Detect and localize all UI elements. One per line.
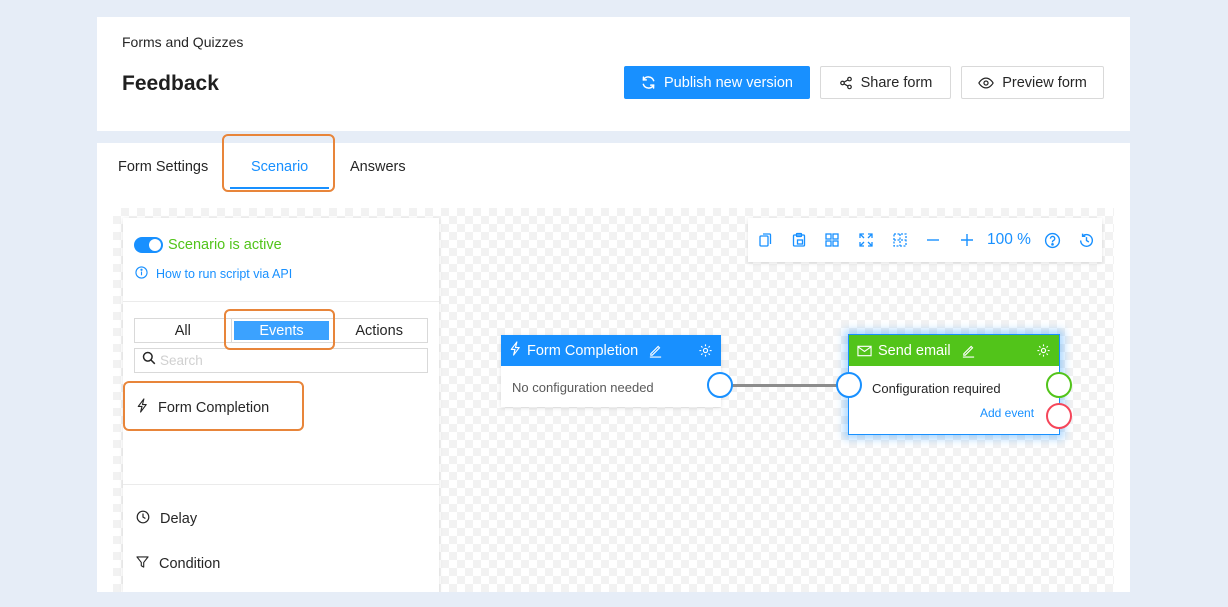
eye-icon <box>978 76 995 90</box>
list-item-label: Form Completion <box>158 399 270 416</box>
canvas-toolbar: 100 % <box>748 218 1102 262</box>
publish-new-version-button[interactable]: Publish new version <box>624 66 810 99</box>
list-item-label: Delay <box>160 511 198 527</box>
send-email-node[interactable]: Send email Configuration required Add ev… <box>848 334 1060 435</box>
lightning-icon <box>509 341 521 360</box>
node-title: Send email <box>878 342 951 359</box>
grid-icon[interactable] <box>822 230 842 250</box>
edit-icon[interactable] <box>648 343 663 358</box>
success-output-port[interactable] <box>1046 372 1072 398</box>
list-item-form-completion[interactable]: Form Completion <box>136 398 269 417</box>
scenario-active-toggle[interactable] <box>134 237 163 253</box>
segment-all[interactable]: All <box>135 319 232 342</box>
main-card: Form Settings Scenario Answers Scenario … <box>97 134 1130 592</box>
share-label: Share form <box>860 74 933 91</box>
select-area-icon[interactable] <box>890 230 910 250</box>
breadcrumb[interactable]: Forms and Quizzes <box>122 34 244 50</box>
panel-divider <box>123 484 439 485</box>
paste-icon[interactable] <box>789 230 809 250</box>
trigger-output-port[interactable] <box>707 372 733 398</box>
search-box <box>134 348 428 373</box>
node-header: Form Completion <box>501 335 721 366</box>
zoom-out-icon[interactable] <box>923 230 943 250</box>
action-input-port[interactable] <box>836 372 862 398</box>
share-form-button[interactable]: Share form <box>820 66 951 99</box>
scenario-status: Scenario is active <box>168 237 282 253</box>
copy-icon[interactable] <box>755 230 775 250</box>
zoom-in-icon[interactable] <box>957 230 977 250</box>
scenario-canvas[interactable]: Scenario is active How to run script via… <box>113 208 1114 592</box>
failure-output-port[interactable] <box>1046 403 1072 429</box>
refresh-icon <box>641 75 656 90</box>
preview-label: Preview form <box>1002 74 1087 91</box>
api-link-label: How to run script via API <box>156 267 293 281</box>
node-status: No configuration needed <box>512 380 654 395</box>
page-title: Feedback <box>122 72 219 95</box>
search-icon <box>142 351 156 370</box>
info-icon <box>135 266 148 282</box>
history-icon[interactable] <box>1076 230 1096 250</box>
node-title: Form Completion <box>527 342 639 359</box>
filter-icon <box>136 555 149 573</box>
add-event-link[interactable]: Add event <box>980 406 1035 420</box>
zoom-level: 100 % <box>987 231 1031 248</box>
help-icon[interactable] <box>1042 230 1062 250</box>
tab-scenario[interactable]: Scenario <box>251 159 309 175</box>
node-connector <box>732 384 843 387</box>
lightning-icon <box>136 398 148 417</box>
list-item-label: Condition <box>159 556 221 572</box>
header-card: Forms and Quizzes Feedback Publish new v… <box>97 17 1130 131</box>
share-icon <box>839 76 853 90</box>
preview-form-button[interactable]: Preview form <box>961 66 1104 99</box>
tab-form-settings[interactable]: Form Settings <box>118 159 209 175</box>
segment-events[interactable]: Events <box>233 321 330 340</box>
panel-divider <box>123 301 439 302</box>
clock-icon <box>136 510 150 528</box>
api-help-link[interactable]: How to run script via API <box>135 266 292 282</box>
form-completion-node[interactable]: Form Completion No configuration needed <box>501 335 721 407</box>
list-item-condition[interactable]: Condition <box>136 555 220 573</box>
segment-actions[interactable]: Actions <box>355 322 403 339</box>
gear-icon[interactable] <box>698 343 713 358</box>
list-item-delay[interactable]: Delay <box>136 510 197 528</box>
element-panel: Scenario is active How to run script via… <box>123 218 439 592</box>
node-header: Send email <box>849 335 1059 366</box>
gear-icon[interactable] <box>1036 343 1051 358</box>
search-input[interactable] <box>160 353 410 368</box>
envelope-icon <box>857 345 872 357</box>
fit-screen-icon[interactable] <box>856 230 876 250</box>
active-tab-indicator <box>230 187 329 189</box>
publish-label: Publish new version <box>664 74 793 91</box>
filter-segmented-control: All Events Actions <box>134 318 428 343</box>
edit-icon[interactable] <box>961 343 976 358</box>
node-status: Configuration required <box>872 381 1001 396</box>
tab-answers[interactable]: Answers <box>350 159 406 175</box>
